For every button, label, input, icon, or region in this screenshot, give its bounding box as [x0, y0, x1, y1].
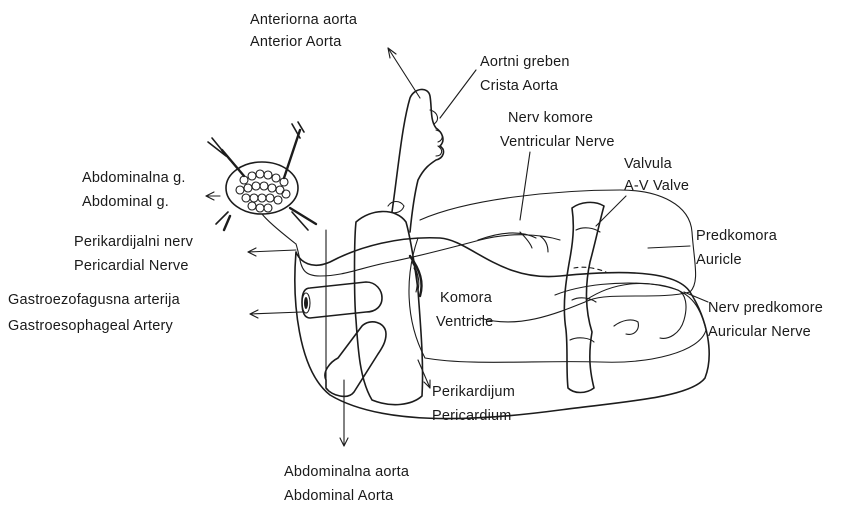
label-abdominal-aorta-en: Abdominal Aorta	[284, 488, 394, 504]
label-abdominal-ganglion-sr: Abdominalna g.	[82, 170, 186, 186]
arrow-gastroesophageal-artery	[250, 312, 302, 314]
label-gastroesophageal-artery-sr: Gastroezofagusna arterija	[8, 292, 181, 308]
label-abdominal-ganglion-en: Abdominal g.	[82, 194, 169, 210]
diagram-drawing	[208, 89, 709, 418]
artery-lumen	[304, 297, 308, 309]
arrow-anterior-aorta	[388, 48, 420, 98]
label-aortic-crest-en: Crista Aorta	[480, 78, 559, 94]
label-auricle-en: Auricle	[696, 252, 742, 268]
arrow-ventricular-nerve	[520, 152, 530, 220]
arrow-auricle	[648, 246, 690, 248]
arrow-pericardium	[418, 360, 430, 388]
auricular-nerve-loop	[614, 320, 638, 334]
arrowhead-anterior-aorta	[388, 48, 396, 58]
label-auricular-nerve-sr: Nerv predkomore	[708, 300, 823, 316]
label-pericardial-nerve-en: Pericardial Nerve	[74, 258, 189, 274]
av-valve-dashes	[574, 267, 606, 272]
aorta-base-detail	[388, 202, 404, 213]
arrow-auricular-nerve	[684, 292, 708, 302]
label-auricle-sr: Predkomora	[696, 228, 778, 244]
labels: Anteriorna aorta Anterior Aorta Aortni g…	[8, 12, 823, 504]
abdominal-aorta-tube	[325, 322, 386, 397]
label-anterior-aorta-en: Anterior Aorta	[250, 34, 342, 50]
label-pericardium-en: Pericardium	[432, 408, 512, 424]
label-abdominal-aorta-sr: Abdominalna aorta	[284, 464, 410, 480]
label-gastroesophageal-artery-en: Gastroesophageal Artery	[8, 318, 174, 334]
pericardial-nerve	[296, 235, 560, 276]
gastroesophageal-artery-tube	[302, 282, 382, 318]
arrow-av-valve	[596, 196, 626, 226]
arrow-crista-aorta	[440, 70, 476, 118]
label-av-valve-sr: Valvula	[624, 156, 673, 172]
auricular-nerve	[586, 283, 686, 338]
label-av-valve-en: A-V Valve	[624, 178, 689, 194]
label-ventricle-en: Ventricle	[436, 314, 493, 330]
label-ventricular-nerve-sr: Nerv komore	[508, 110, 593, 126]
arrow-pericardial-nerve	[248, 250, 296, 252]
label-ventricular-nerve-en: Ventricular Nerve	[500, 134, 615, 150]
abdominal-ganglion	[208, 122, 316, 244]
label-anterior-aorta-sr: Anteriorna aorta	[250, 12, 358, 28]
label-pericardial-nerve-sr: Perikardijalni nerv	[74, 234, 194, 250]
anterior-aorta-tube	[392, 89, 443, 232]
label-ventricle-sr: Komora	[440, 290, 493, 306]
label-auricular-nerve-en: Auricular Nerve	[708, 324, 811, 340]
label-pericardium-sr: Perikardijum	[432, 384, 515, 400]
label-aortic-crest-sr: Aortni greben	[480, 54, 570, 70]
